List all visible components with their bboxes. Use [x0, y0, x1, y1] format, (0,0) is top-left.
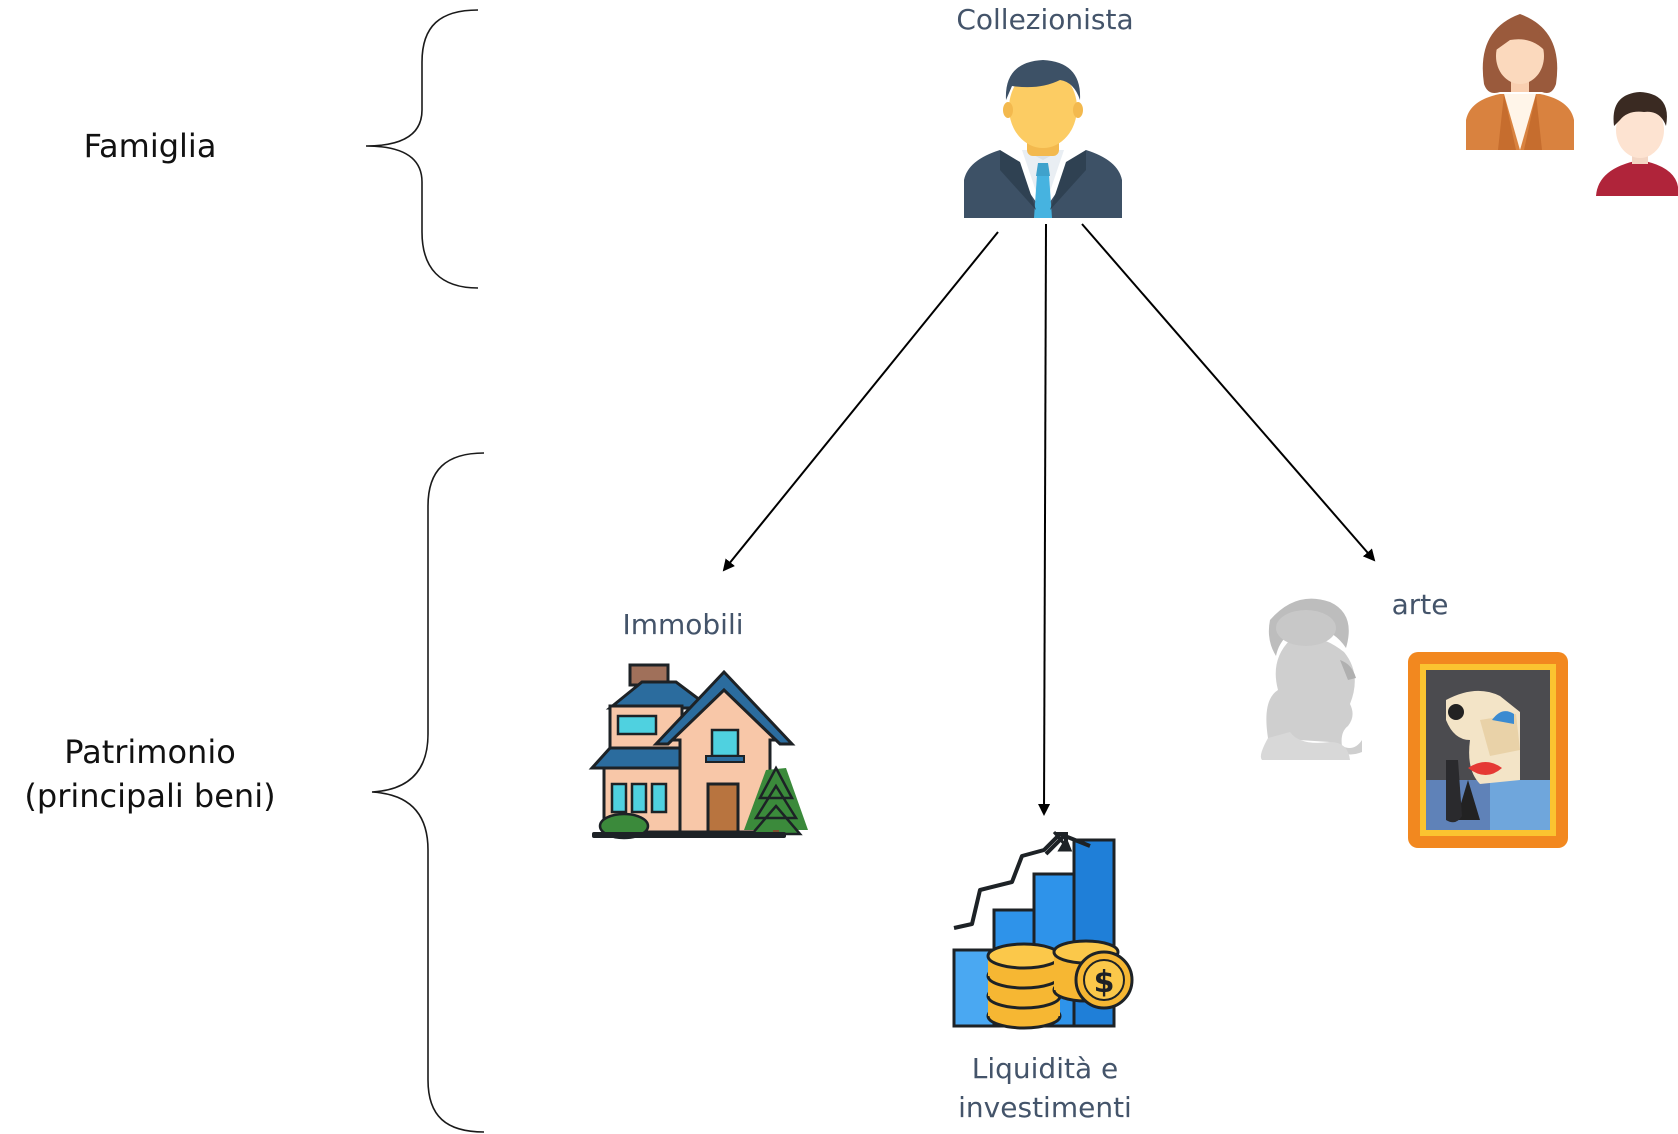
liquidita-label-line1: Liquidità e: [971, 1052, 1119, 1085]
famiglia-label: Famiglia: [83, 127, 217, 165]
patrimonio-label: Patrimonio (principali beni): [0, 730, 300, 818]
patrimonio-label-line1: Patrimonio: [64, 733, 236, 771]
arrow-to-immobili: [722, 231, 999, 572]
child-icon: [1596, 92, 1678, 196]
svg-text:$: $: [1094, 965, 1115, 1000]
liquidita-label-line2: investimenti: [958, 1090, 1132, 1124]
framed-painting-icon: [1408, 652, 1568, 848]
collezionista-label: Collezionista: [956, 3, 1134, 36]
liquidita-label: Liquidità e investimenti: [920, 1050, 1170, 1127]
arte-label: arte: [1391, 588, 1449, 621]
patrimonio-brace: [371, 452, 485, 1133]
famiglia-brace: [365, 9, 479, 289]
immobili-label: Immobili: [622, 608, 744, 641]
classical-bust-icon: [1260, 598, 1362, 760]
patrimonio-label-line2: (principali beni): [24, 777, 276, 816]
growth-chart-coins-icon: $: [952, 831, 1134, 1030]
arrow-to-liquidita: [1038, 223, 1051, 816]
woman-icon: [1466, 14, 1574, 150]
businessman-icon: [964, 60, 1122, 218]
arrow-to-arte: [1081, 223, 1376, 562]
house-icon: [588, 663, 808, 840]
